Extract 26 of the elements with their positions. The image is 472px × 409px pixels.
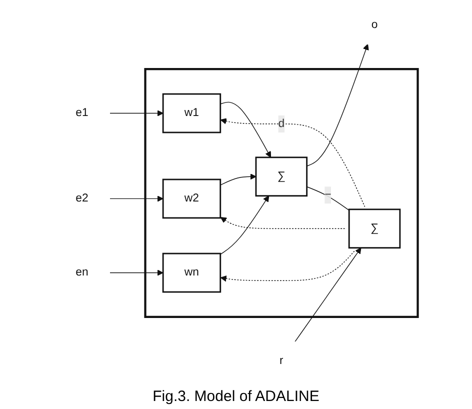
cluster <box>144 68 419 318</box>
connector <box>306 186 350 211</box>
arrow <box>220 102 272 158</box>
node-box: ∑ <box>348 208 401 249</box>
arrow <box>220 217 347 229</box>
arrow <box>306 44 369 166</box>
edge-label: d <box>278 118 285 130</box>
node-text: r <box>280 354 284 367</box>
node-text: en <box>76 266 88 278</box>
arrow <box>220 196 270 255</box>
arrow <box>109 110 164 116</box>
node-box: ∑ <box>255 156 308 197</box>
arrow <box>220 250 356 282</box>
node-text: e1 <box>76 106 88 119</box>
arrow <box>220 173 256 186</box>
arrow <box>109 270 164 276</box>
node-box: w2 <box>162 178 222 219</box>
node-box: w1 <box>162 93 222 134</box>
node-text: o <box>371 18 378 31</box>
node-text: e2 <box>76 192 88 204</box>
arrow <box>109 196 164 202</box>
edge-label: − <box>324 188 332 201</box>
figure-caption: Fig.3. Model of ADALINE <box>152 388 320 405</box>
node-box: wn <box>162 252 222 293</box>
arrow <box>294 248 362 342</box>
arrow <box>220 118 366 208</box>
